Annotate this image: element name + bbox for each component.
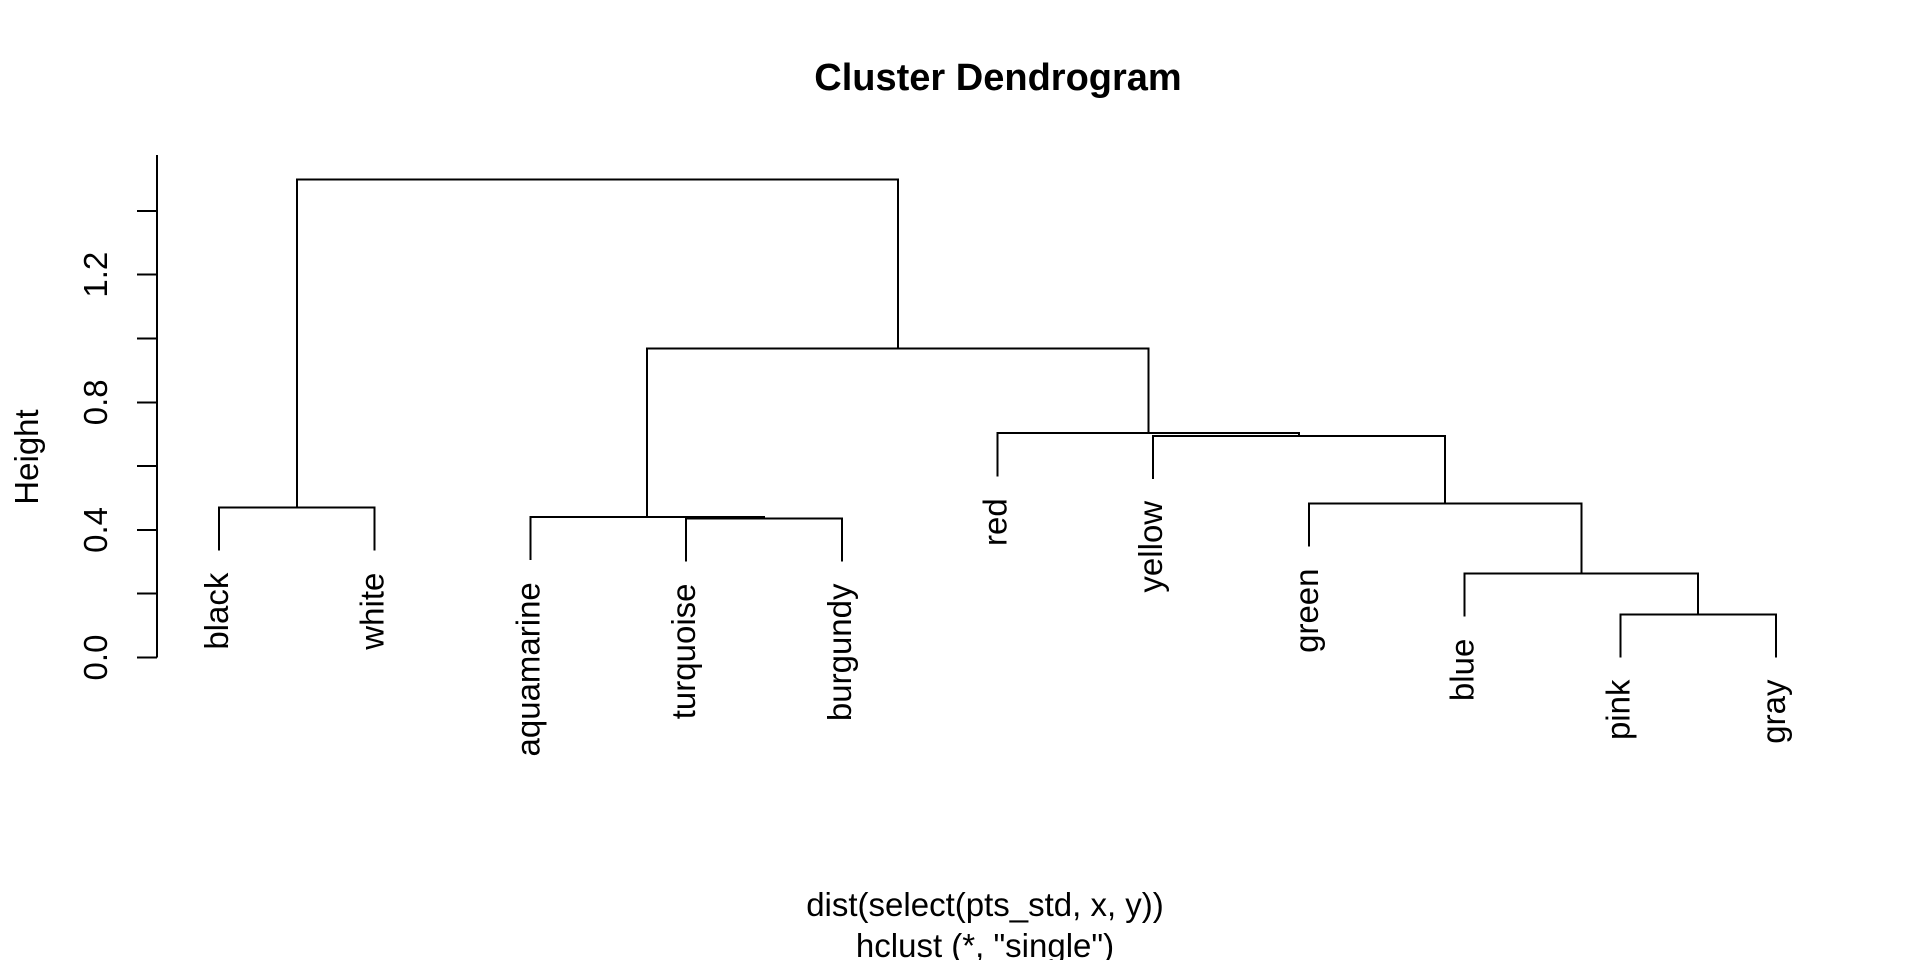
y-axis bbox=[137, 155, 158, 659]
tick-label-0.8: 0.8 bbox=[77, 379, 114, 425]
dendrogram-tree bbox=[218, 178, 1777, 658]
caption-distance-call: dist(select(pts_std, x, y)) bbox=[806, 886, 1164, 923]
leaf-label-blue: blue bbox=[1444, 639, 1481, 701]
y-axis-title: Height bbox=[8, 409, 45, 504]
tick-label-1.2: 1.2 bbox=[77, 252, 114, 298]
caption-hclust-call: hclust (*, "single") bbox=[856, 927, 1114, 960]
tick-label-0.4: 0.4 bbox=[77, 507, 114, 553]
leaf-label-white: white bbox=[354, 573, 391, 651]
leaf-label-pink: pink bbox=[1599, 679, 1636, 740]
chart-title: Cluster Dendrogram bbox=[814, 57, 1181, 99]
leaf-label-green: green bbox=[1288, 568, 1325, 652]
leaf-labels: black white aquamarine turquoise burgundy red… bbox=[198, 498, 1792, 756]
y-axis-tick-labels: 0.0 0.4 0.8 1.2 bbox=[77, 252, 114, 681]
leaf-label-black: black bbox=[198, 572, 235, 650]
leaf-label-aquamarine: aquamarine bbox=[509, 582, 546, 756]
tick-label-0.0: 0.0 bbox=[77, 635, 114, 681]
leaf-label-turquoise: turquoise bbox=[665, 583, 702, 719]
leaf-label-yellow: yellow bbox=[1132, 501, 1169, 593]
leaf-label-red: red bbox=[977, 498, 1014, 546]
leaf-label-burgundy: burgundy bbox=[821, 583, 858, 721]
leaf-label-gray: gray bbox=[1755, 679, 1792, 744]
